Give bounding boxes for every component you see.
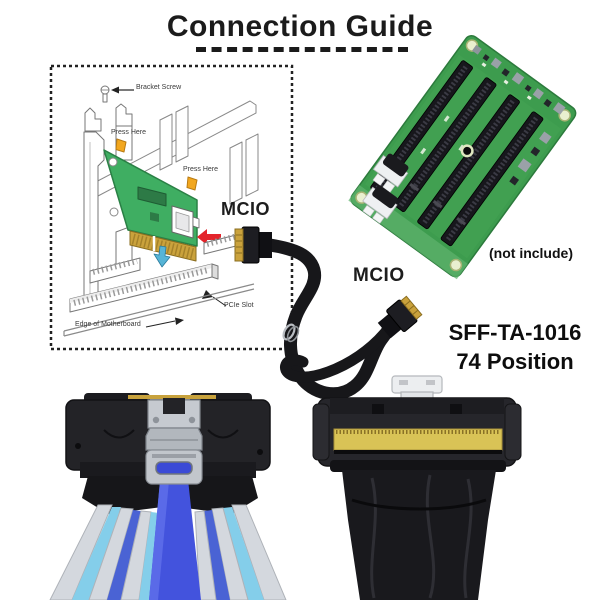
bracket-screw-icon xyxy=(100,85,110,103)
red-arrow-icon xyxy=(197,229,221,245)
bracket-top-tab xyxy=(84,107,102,132)
cable-ribbon-tail xyxy=(280,328,390,383)
card-chip-small xyxy=(150,212,159,222)
page-title: Connection Guide xyxy=(166,10,434,43)
board-slot xyxy=(440,111,544,247)
gold-edge-fingers xyxy=(129,230,197,262)
mobo-leader-arrowhead xyxy=(175,317,184,325)
gold-contacts xyxy=(234,228,244,262)
cable-connector-left xyxy=(234,226,272,264)
photo-right-gold-contacts xyxy=(333,428,503,451)
title-underline xyxy=(196,47,408,52)
press-here-label-right: Press Here xyxy=(183,166,219,173)
photo-left-latch xyxy=(145,398,203,485)
connector-photo-right xyxy=(312,375,522,600)
photo-right-connector-body xyxy=(312,397,522,472)
pcie-slot-label: PCIe Slot xyxy=(224,302,254,309)
backplane-board xyxy=(348,35,577,280)
card-hole xyxy=(108,157,118,167)
mobo-leader-line xyxy=(145,320,176,328)
spec-positions: 74 Position xyxy=(456,349,574,374)
photo-left-pull-tab xyxy=(149,470,201,600)
cable-ribbon xyxy=(263,238,396,401)
bracket-2-top-tab xyxy=(115,103,133,127)
slot-cover-1 xyxy=(159,113,173,171)
slot-cover-3 xyxy=(229,141,243,205)
motherboard-edge xyxy=(63,283,255,337)
card-hole xyxy=(109,207,119,217)
mounting-hole xyxy=(449,258,463,272)
bracket-screw-label: Bracket Screw xyxy=(136,84,182,91)
board-mcio-connector xyxy=(372,153,409,193)
mcio-cable xyxy=(234,226,423,401)
board-mcio-connector xyxy=(362,185,398,224)
cable-spring-clip xyxy=(282,323,300,343)
connector-photo-left xyxy=(49,393,287,600)
slot-cover-2 xyxy=(175,105,189,163)
down-arrow-icon xyxy=(153,245,171,268)
screw-leader-arrowhead xyxy=(111,86,119,94)
gold-edge-sliver xyxy=(128,395,216,399)
photo-left-wires xyxy=(49,504,287,600)
board-slot xyxy=(393,77,497,213)
spec-standard: SFF-TA-1016 xyxy=(448,320,582,345)
card-mcio-port xyxy=(171,205,200,239)
installation-diagram xyxy=(63,85,259,337)
pcie-card xyxy=(103,149,200,262)
cable-connector-right xyxy=(377,295,423,339)
mcio-label-left: MCIO xyxy=(221,199,270,219)
center-hole xyxy=(463,146,472,155)
photo-right-cable-sleeve xyxy=(342,470,496,600)
edge-of-motherboard-label: Edge of Motherboard xyxy=(75,321,141,328)
slot-cover-4 xyxy=(245,133,259,197)
diagram-dashed-frame xyxy=(49,64,294,351)
pcie-slot-shape-long xyxy=(69,263,219,313)
board-slot xyxy=(417,94,520,230)
press-here-label-top: Press Here xyxy=(111,129,147,136)
press-clip-icon xyxy=(186,176,198,191)
press-clip-icon xyxy=(115,138,127,153)
mcio-label-right: MCIO xyxy=(353,265,405,286)
not-include-note: (not include) xyxy=(489,245,573,261)
card-chip xyxy=(137,186,167,207)
